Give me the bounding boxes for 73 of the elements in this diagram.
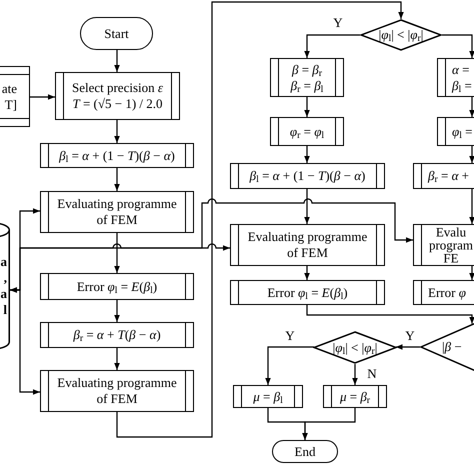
- node-text: β$_{l}$ = α + (1 − T)(β − α): [59, 148, 175, 164]
- arrow: [306, 305, 474, 324]
- node-text: β$_{l}$ = α + (1 − T)(β − α): [250, 168, 366, 184]
- arrow: [442, 34, 474, 58]
- node-text: μ = β$_{l}$: [253, 388, 283, 404]
- process-box: [233, 385, 303, 408]
- node-text: β$_{r}$ = α + T(β − α): [73, 327, 161, 343]
- node-text: Evalu program FE: [428, 226, 474, 264]
- arrow: [114, 233, 120, 273]
- node-text: a , al: [0, 254, 7, 318]
- arrow: [114, 120, 120, 143]
- edge-label: Y: [284, 329, 296, 343]
- process-box: [323, 385, 387, 408]
- arrow: [114, 348, 120, 370]
- node-text: T = (√5 − 1) / 2.0: [72, 96, 163, 112]
- arrow: [469, 97, 474, 117]
- arrow: [304, 146, 310, 163]
- arrow: [352, 364, 358, 385]
- arrow: [304, 189, 310, 224]
- node-text: φ$_{r}$ = φ$_{l}$: [290, 124, 324, 140]
- process-box: [40, 143, 194, 168]
- edge-label: N: [366, 367, 378, 381]
- node-text: β = β$_{r}$: [292, 62, 322, 78]
- node-text: α =: [452, 62, 470, 78]
- node-text: Start: [104, 26, 129, 42]
- process-box: [40, 191, 194, 233]
- arrow: [116, 1, 404, 438]
- arrow: [396, 344, 420, 350]
- node-text: |φ$_{l}$| < |φ$_{r}$|: [332, 340, 378, 356]
- process-box: [270, 58, 344, 97]
- terminal-box: [80, 17, 153, 50]
- node-text: |φ$_{l}$| < |φ$_{r}$|: [378, 27, 424, 43]
- arrow: [304, 266, 310, 280]
- decision-diamond: [360, 19, 442, 51]
- process-box: [230, 224, 385, 266]
- arrow: [304, 34, 360, 58]
- arrow: [10, 198, 413, 293]
- node-text: Evaluating programme of FEM: [56, 375, 178, 407]
- node-text: |β −: [442, 339, 463, 355]
- arrow: [30, 94, 55, 100]
- process-box: [270, 117, 344, 146]
- arrow: [469, 266, 474, 280]
- node-text: ate T]: [0, 80, 17, 112]
- process-box: [40, 273, 194, 300]
- node-text: μ = β$_{r}$: [340, 388, 370, 404]
- process-box: [55, 72, 180, 120]
- process-box: [230, 163, 385, 189]
- node-text: Error φ$_{l}$ = E(β$_{l}$): [76, 278, 158, 294]
- process-box: [40, 370, 194, 412]
- terminal-box: [272, 440, 338, 463]
- node-text: β$_{r}$ = α +: [428, 168, 470, 184]
- decision-diamond: [313, 331, 397, 364]
- node-text: Evaluating programme of FEM: [56, 196, 178, 228]
- node-text: Error φ$_{l}$ = E(β$_{l}$): [267, 284, 348, 300]
- node-text: Evaluating programme of FEM: [246, 229, 368, 261]
- node-text: φ$_{l}$ =: [452, 124, 474, 140]
- node-text: β$_{l}$ =: [452, 78, 473, 94]
- node-text: β$_{r}$ = β$_{l}$: [290, 78, 324, 94]
- arrow: [265, 346, 314, 385]
- arrow: [114, 300, 120, 322]
- node-text: Error φ: [428, 284, 467, 300]
- arrow: [114, 50, 120, 72]
- arrow: [469, 189, 474, 224]
- arrow: [302, 408, 356, 440]
- arrow: [114, 168, 120, 191]
- process-box: [230, 280, 385, 305]
- arrow: [469, 146, 474, 163]
- edge-label: Y: [332, 16, 344, 30]
- arrow: [304, 97, 310, 117]
- node-text: End: [294, 444, 316, 460]
- edge-label: Y: [404, 329, 416, 343]
- process-box: [40, 322, 194, 348]
- node-text: Select precision ε: [72, 80, 164, 96]
